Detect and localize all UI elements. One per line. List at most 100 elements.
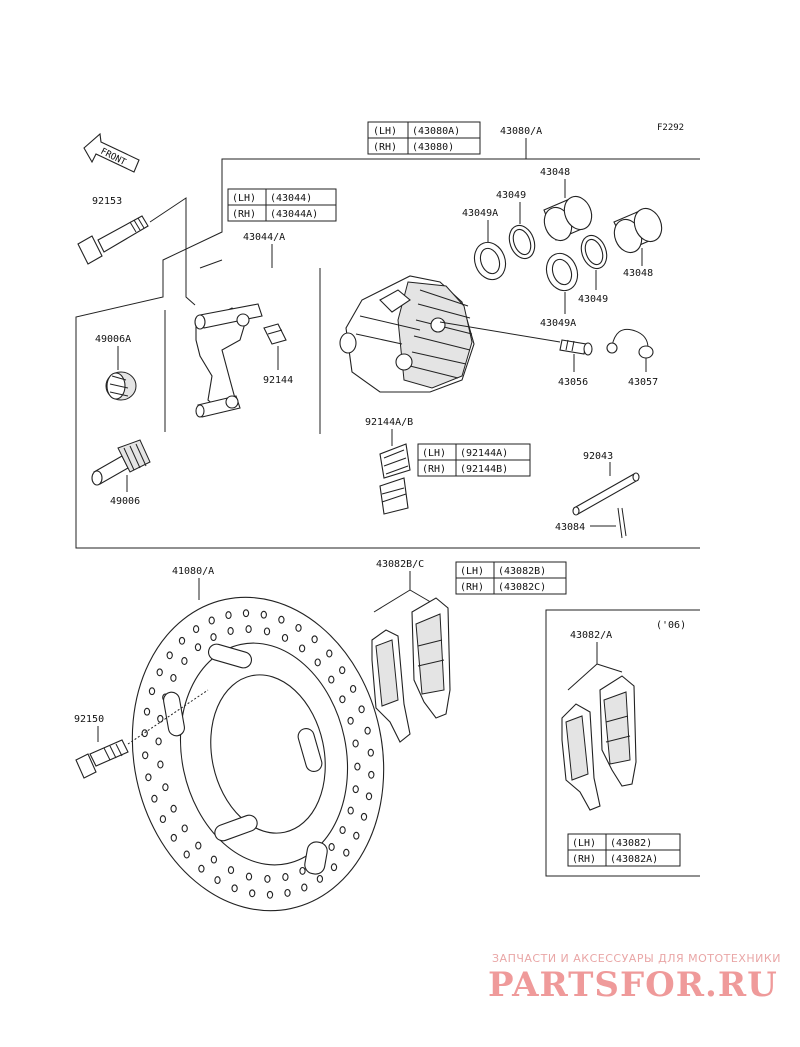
disc-hole [343,848,350,857]
table-43082bc: (LH) (43082B) (RH) (43082C) [455,561,567,595]
disc-hole [181,824,188,833]
disc-hole [326,649,333,658]
caliper-group-frame [75,158,700,549]
disc-hole [364,726,371,735]
watermark-brand: PARTSFOR.RU [488,965,778,1005]
disc-hole [311,635,318,644]
part-label-49006a: 49006A [95,334,131,345]
table-cell: (43080A) [412,126,460,137]
disc-hole [178,636,186,645]
table-43044: (LH) (43044) (RH) (43044A) [227,188,337,222]
disc-hole [183,850,190,859]
brake-pad-right-06 [599,675,637,787]
part-label-43049a-bottom: 43049A [540,318,576,329]
disc-hole [231,884,238,893]
disc-hole [339,826,346,835]
disc-hole [316,874,324,883]
table-cell: (43082C) [498,582,546,593]
part-label-92153: 92153 [92,196,122,207]
piston-43048-right [613,207,663,254]
table-cell: (LH) [232,193,256,204]
part-label-41080a: 41080/A [172,566,214,577]
table-cell: (LH) [460,566,484,577]
disc-hole [282,873,289,881]
disc-hole [151,794,158,803]
disc-hole [284,888,291,897]
brake-pad-left-bc [371,629,411,743]
table-cell: (RH) [373,142,397,153]
disc-hole [301,883,308,892]
front-arrow-icon: FRONT [83,132,140,173]
disc-hole [353,831,360,840]
part-label-43049-top: 43049 [496,190,526,201]
disc-hole [166,651,173,660]
part-label-92144: 92144 [263,375,293,386]
table-cell: (RH) [232,209,256,220]
seal-43049-right [580,234,608,270]
disc-hole [260,610,267,619]
part-label-92043: 92043 [583,451,613,462]
boot-49006a [105,371,137,401]
disc-hole [227,627,234,635]
brake-disc-41080 [131,596,385,912]
part-label-92144ab: 92144A/B [365,417,413,428]
disc-hole [159,815,167,824]
disc-hole [170,833,177,842]
brake-pad-left-06 [561,703,601,811]
part-label-43082a: 43082/A [570,630,612,641]
watermark-logo: ЗАПЧАСТИ И АКСЕССУАРЫ ДЛЯ МОТОТЕХНИКИ PA… [488,952,780,1005]
table-cell: (92144B) [460,464,508,475]
inset-06-note: ('06) [656,620,686,631]
table-cell: (43044A) [270,209,318,220]
disc-hole [210,855,218,864]
clip-92144 [263,323,287,345]
disc-hole [347,716,354,725]
cap-43057 [606,328,654,359]
table-cell: (92144A) [460,448,508,459]
disc-hole [210,633,217,642]
disc-hole [360,812,368,821]
table-cell: (RH) [572,854,596,865]
caliper-body [339,275,475,393]
disc-hole [266,890,274,899]
seal-43049-top [508,224,536,260]
part-label-92150: 92150 [74,714,104,725]
disc-hole [299,866,306,875]
disc-hole [295,623,302,632]
disc-hole [264,874,271,883]
disc-hole [298,644,306,653]
seal-43049a-bottom [545,252,579,292]
bleeder-43056 [559,339,593,356]
disc-hole [242,609,250,618]
table-92144: (LH) (92144A) (RH) (92144B) [417,443,531,477]
table-cell: (LH) [422,448,446,459]
disc-hole [347,806,354,815]
disc-hole [162,783,169,792]
piston-43048-top [543,195,593,242]
table-cell: (43044) [270,193,312,204]
disc-hole [245,872,253,881]
disc-hole [339,666,346,675]
brake-pad-right-bc [411,597,451,719]
part-label-43057: 43057 [628,377,658,388]
disc-hole [225,611,232,620]
table-43082: (LH) (43082) (RH) (43082A) [567,833,681,867]
disc-hole [227,866,235,875]
disc-hole [263,627,271,636]
table-cell: (43082B) [498,566,546,577]
disc-hole [281,633,289,642]
table-cell: (RH) [422,464,446,475]
part-label-43049-right: 43049 [578,294,608,305]
seal-43049a-top [473,241,507,281]
disc-hole [145,773,152,782]
part-label-43080a: 43080/A [500,126,542,137]
disc-hole [148,687,156,696]
bolt-92150 [75,739,129,779]
figure-code: F2292 [657,123,684,133]
disc-hole [349,684,357,693]
disc-hole [365,792,373,801]
disc-hole [155,737,162,746]
clip-43084 [617,507,627,539]
disc-hole [352,785,359,794]
table-cell: (LH) [572,838,596,849]
